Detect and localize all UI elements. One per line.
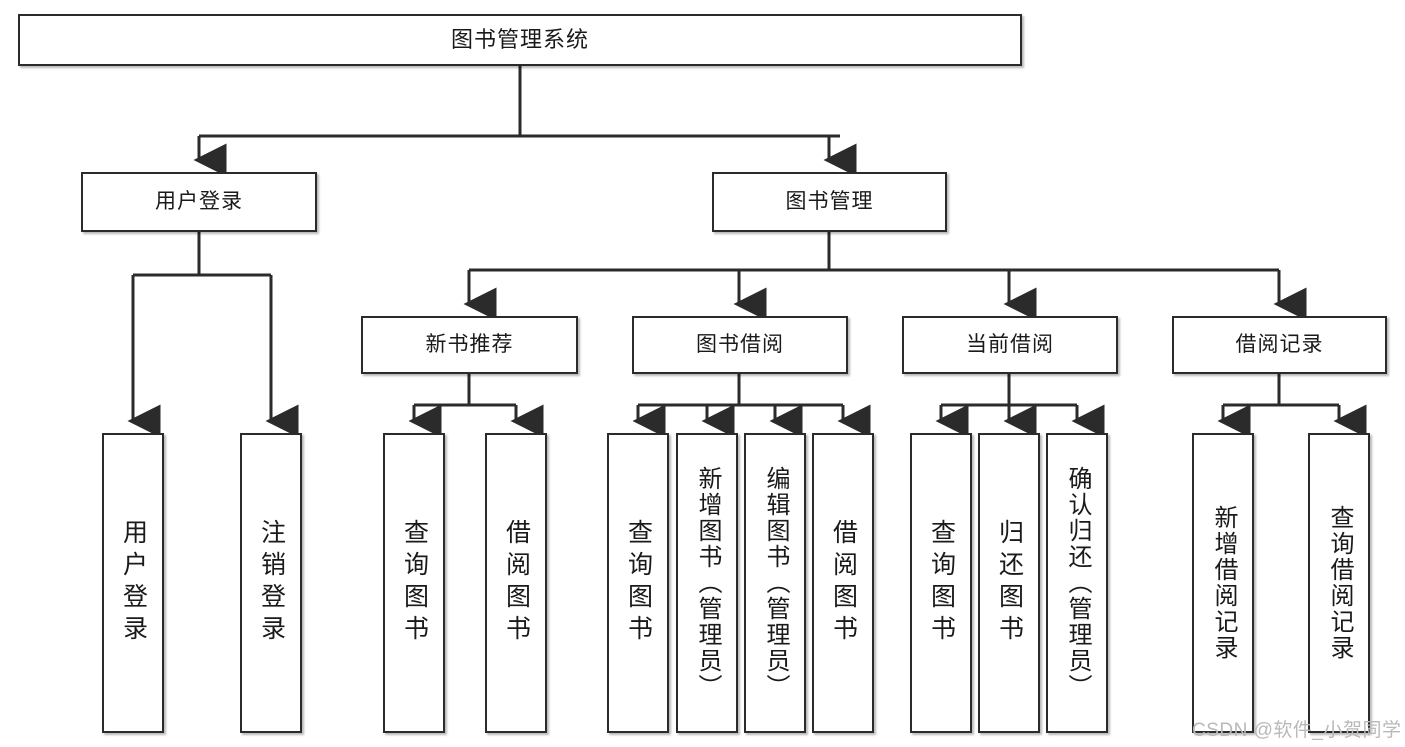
node-borrow-record[interactable]: 借阅记录 bbox=[1172, 316, 1387, 374]
node-leaf-return-book[interactable]: 归还图书 bbox=[978, 433, 1040, 733]
node-label: 借阅记录 bbox=[1235, 333, 1324, 357]
node-leaf-borrow-book-recommend[interactable]: 借阅图书 bbox=[485, 433, 547, 733]
node-leaf-user-login[interactable]: 用户登录 bbox=[102, 433, 164, 733]
node-label: 当前借阅 bbox=[966, 333, 1054, 357]
node-label: 归还图书 bbox=[995, 519, 1024, 647]
node-label: 查询图书 bbox=[927, 519, 956, 647]
node-label: 用户登录 bbox=[119, 519, 148, 647]
node-book-management[interactable]: 图书管理 bbox=[712, 172, 947, 232]
node-label: 新书推荐 bbox=[425, 333, 514, 357]
node-user-login[interactable]: 用户登录 bbox=[81, 172, 317, 232]
node-leaf-logout[interactable]: 注销登录 bbox=[240, 433, 302, 733]
node-label: 编辑图书（管理员） bbox=[762, 466, 789, 700]
node-label: 新增借阅记录 bbox=[1210, 505, 1237, 661]
watermark-text: CSDN @软件_小贺同学 bbox=[1192, 720, 1402, 741]
node-label: 查询借阅记录 bbox=[1326, 505, 1353, 661]
node-root-system[interactable]: 图书管理系统 bbox=[18, 14, 1022, 66]
node-new-book-recommend[interactable]: 新书推荐 bbox=[361, 316, 578, 374]
node-leaf-query-borrow-record[interactable]: 查询借阅记录 bbox=[1308, 433, 1370, 733]
node-label: 借阅图书 bbox=[829, 519, 858, 647]
node-leaf-borrow-book[interactable]: 借阅图书 bbox=[812, 433, 874, 733]
node-leaf-confirm-return-admin[interactable]: 确认归还（管理员） bbox=[1046, 433, 1108, 733]
node-leaf-add-book-admin[interactable]: 新增图书（管理员） bbox=[676, 433, 738, 733]
node-leaf-query-book-recommend[interactable]: 查询图书 bbox=[383, 433, 445, 733]
node-label: 用户登录 bbox=[155, 190, 243, 214]
node-label: 查询图书 bbox=[624, 519, 653, 647]
node-label: 图书管理 bbox=[785, 190, 874, 214]
node-book-borrow[interactable]: 图书借阅 bbox=[632, 316, 848, 374]
node-leaf-query-book-borrow[interactable]: 查询图书 bbox=[607, 433, 669, 733]
node-label: 注销登录 bbox=[257, 519, 286, 647]
node-label: 图书借阅 bbox=[696, 333, 784, 357]
node-leaf-edit-book-admin[interactable]: 编辑图书（管理员） bbox=[744, 433, 806, 733]
node-label: 借阅图书 bbox=[502, 519, 531, 647]
node-label: 确认归还（管理员） bbox=[1064, 466, 1091, 700]
node-leaf-query-book-current[interactable]: 查询图书 bbox=[910, 433, 972, 733]
node-current-borrow[interactable]: 当前借阅 bbox=[902, 316, 1118, 374]
node-leaf-add-borrow-record[interactable]: 新增借阅记录 bbox=[1192, 433, 1254, 733]
node-label: 图书管理系统 bbox=[450, 26, 589, 52]
node-label: 新增图书（管理员） bbox=[694, 466, 721, 700]
node-label: 查询图书 bbox=[400, 519, 429, 647]
